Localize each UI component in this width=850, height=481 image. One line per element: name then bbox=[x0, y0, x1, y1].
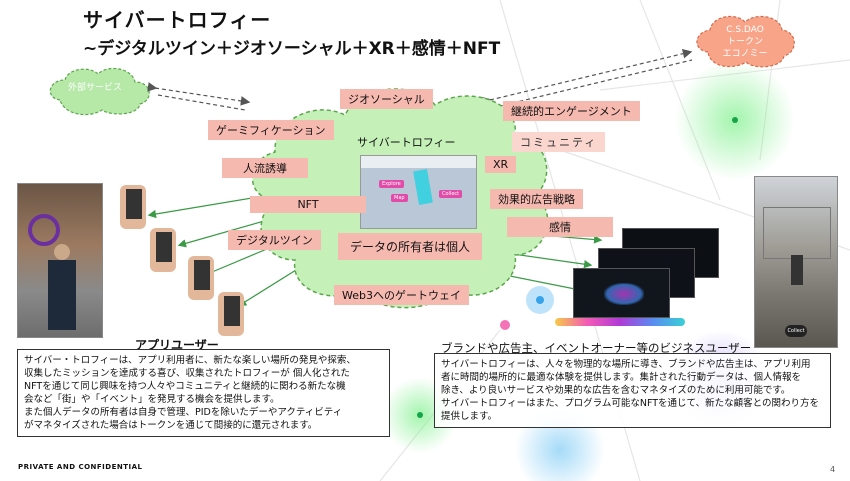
phone-hand-2 bbox=[150, 228, 176, 272]
label-emotion: 感情 bbox=[507, 217, 613, 237]
dashboard-screen-3 bbox=[573, 268, 670, 318]
label-geosocial: ジオソーシャル bbox=[340, 89, 433, 109]
app-user-line: がマネタイズされた場合はトークンを通じて間接的に還元されます。 bbox=[24, 419, 383, 432]
collect-button[interactable]: Collect bbox=[785, 325, 807, 337]
page-number: 4 bbox=[830, 465, 835, 474]
gradient-bar bbox=[555, 318, 685, 326]
app-user-line: NFTを通じて同じ興味を持つ人々やコミュニティと継続的に関わる新たな機 bbox=[24, 380, 383, 393]
business-line: サイバートロフィーはまた、プログラム可能なNFTを通じて、新たな顧客との関わり方… bbox=[441, 397, 824, 410]
app-user-line: 収集したミッションを達成する喜び、収集されたトロフィーが 個人化された bbox=[24, 367, 383, 380]
app-collect-button[interactable]: Collect bbox=[439, 190, 462, 198]
label-community: コミュニティ bbox=[512, 132, 605, 152]
phone-hand-4 bbox=[218, 292, 244, 336]
app-screenshot: Explore Map Collect bbox=[360, 155, 477, 229]
label-nft: NFT bbox=[250, 196, 366, 213]
label-data-owner: データの所有者は個人 bbox=[338, 233, 482, 260]
label-xr: XR bbox=[485, 156, 516, 173]
label-flow: 人流誘導 bbox=[222, 158, 308, 178]
app-header bbox=[361, 156, 476, 168]
person-body bbox=[48, 260, 76, 330]
business-line: 除き、より良いサービスや効果的な広告を含むマネタイズのために利用可能です。 bbox=[441, 384, 824, 397]
business-photo: Collect bbox=[754, 176, 838, 348]
phone-hand-1 bbox=[120, 185, 146, 229]
building bbox=[763, 207, 831, 259]
app-map-button[interactable]: Map bbox=[391, 194, 408, 202]
label-digital-twin: デジタルツイン bbox=[228, 230, 321, 250]
person-head bbox=[54, 244, 70, 260]
cloud-title: サイバートロフィー bbox=[357, 134, 456, 150]
person-figure bbox=[791, 255, 803, 285]
app-explore-button[interactable]: Explore bbox=[379, 180, 404, 188]
label-ad-strategy: 効果的広告戦略 bbox=[490, 189, 583, 209]
business-line: 者に時間的場所的に最適な体験を提供します。集計された行動データは、個人情報を bbox=[441, 371, 824, 384]
phone-hand-3 bbox=[188, 256, 214, 300]
app-user-line: サイバー・トロフィーは、アプリ利用者に、新たな楽しい場所の発見や探索、 bbox=[24, 354, 383, 367]
business-line: 提供します。 bbox=[441, 410, 824, 423]
ring-decoration bbox=[28, 214, 60, 246]
business-line: サイバートロフィーは、人々を物理的な場所に導き、ブランドや広告主は、アプリ利用 bbox=[441, 358, 824, 371]
confidential-footer: PRIVATE AND CONFIDENTIAL bbox=[18, 463, 143, 471]
label-engagement: 継続的エンゲージメント bbox=[503, 101, 640, 121]
app-trophy-icon bbox=[413, 169, 433, 205]
app-user-photo bbox=[17, 183, 103, 338]
app-user-description: サイバー・トロフィーは、アプリ利用者に、新たな楽しい場所の発見や探索、 収集した… bbox=[17, 349, 390, 437]
app-user-line: また個人データの所有者は自身で管理、PIDを除いたデーやアクティビティ bbox=[24, 406, 383, 419]
app-user-line: 会など「街」や「イベント」を発見する機会を提供します。 bbox=[24, 393, 383, 406]
label-web3: Web3へのゲートウェイ bbox=[334, 285, 469, 305]
business-user-description: サイバートロフィーは、人々を物理的な場所に導き、ブランドや広告主は、アプリ利用 … bbox=[434, 353, 831, 428]
label-gamification: ゲーミフィケーション bbox=[208, 120, 334, 140]
